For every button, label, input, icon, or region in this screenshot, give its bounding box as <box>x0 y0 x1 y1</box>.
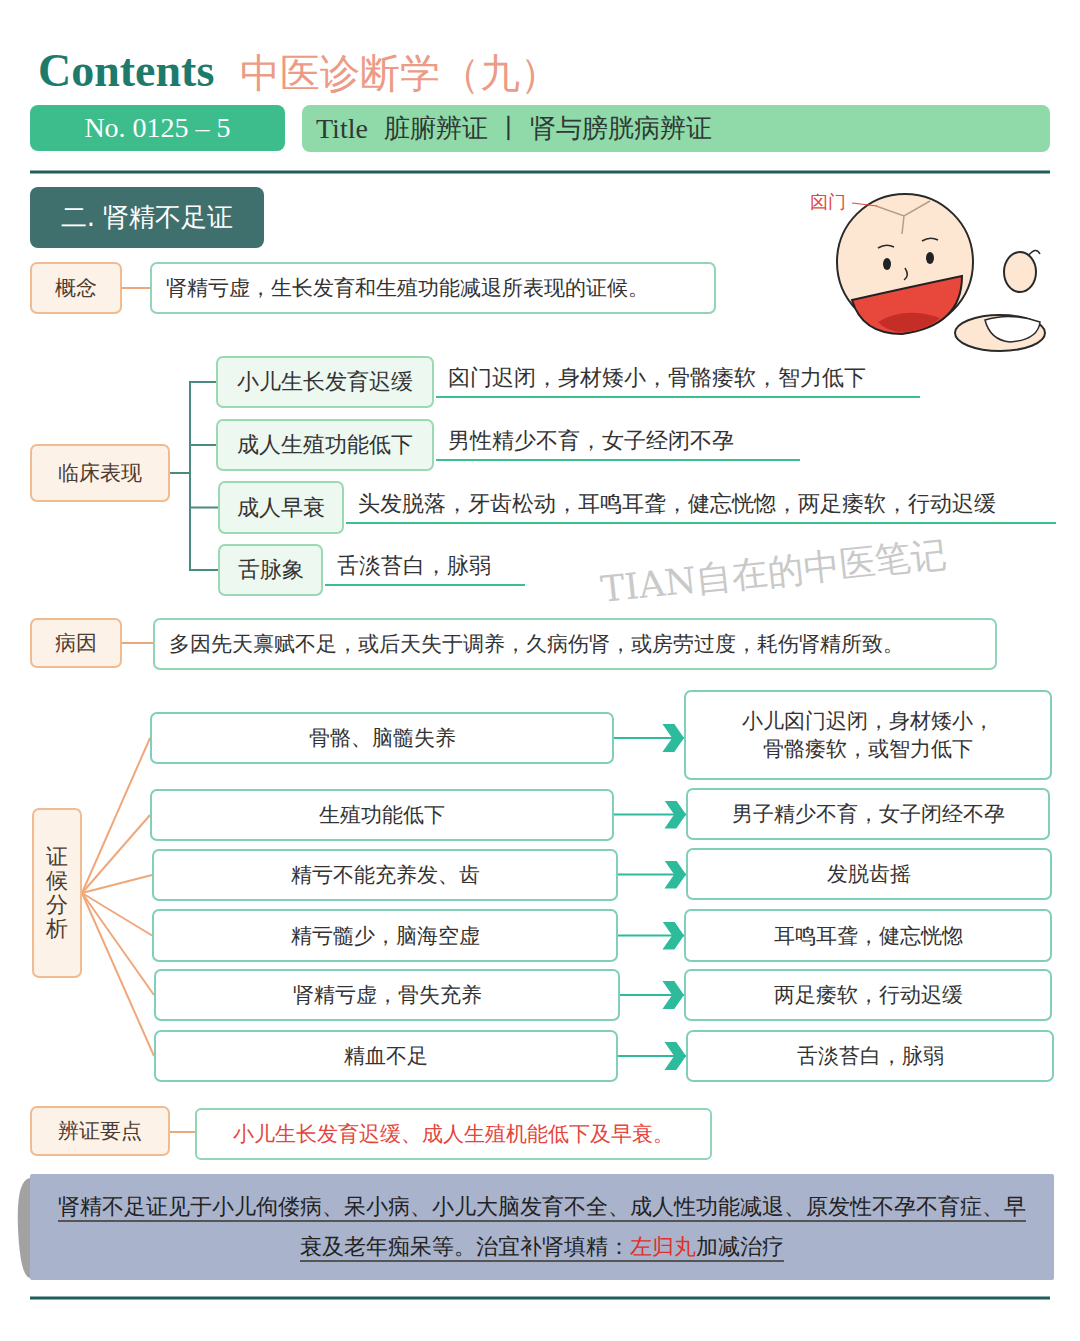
node-text: 精亏不能充养发、齿 <box>291 861 480 889</box>
node-text: 加减治疗 <box>696 1234 784 1259</box>
analysis-box: 舌淡苔白，脉弱 <box>686 1030 1054 1082</box>
band-shadow <box>18 1178 30 1278</box>
node-text: 舌淡苔白，脉弱 <box>797 1042 944 1070</box>
symptom-text: 舌淡苔白，脉弱 <box>325 548 525 586</box>
connector <box>170 445 216 473</box>
node-text: 小儿生长发育迟缓 <box>237 367 413 397</box>
page-title: 中医诊断学（九） <box>240 46 560 101</box>
content-box: 多因先天禀赋不足，或后天失于调养，久病伤肾，或房劳过度，耗伤肾精所致。 <box>153 618 997 670</box>
node-text: 肾精亏虚，骨失充养 <box>293 981 482 1009</box>
baby-illustration <box>837 194 1045 351</box>
category-tag: 概念 <box>30 262 122 314</box>
node-text: 脏腑辨证 丨 肾与膀胱病辨证 <box>384 111 713 146</box>
node-text: 成人生殖功能低下 <box>237 430 413 460</box>
node-text: 病因 <box>55 629 97 657</box>
node-text: 概念 <box>55 274 97 302</box>
connector <box>618 874 686 876</box>
analysis-box: 耳鸣耳聋，健忘恍惚 <box>684 909 1052 962</box>
analysis-box: 两足痿软，行动迟缓 <box>684 969 1052 1021</box>
analysis-box: 小儿囟门迟闭，身材矮小， 骨骼痿软，或智力低下 <box>684 690 1052 780</box>
connector <box>82 738 150 893</box>
analysis-box: 肾精亏虚，骨失充养 <box>154 969 620 1021</box>
callout-label: 囟门 <box>810 190 846 214</box>
connector <box>82 893 152 936</box>
connector <box>170 1131 195 1133</box>
divider-line <box>30 1297 1050 1300</box>
connector <box>170 473 218 570</box>
node-text: 多因先天禀赋不足，或后天失于调养，久病伤肾，或房劳过度，耗伤肾精所致。 <box>169 630 904 658</box>
analysis-box: 精血不足 <box>154 1030 618 1082</box>
heading-word: Contents <box>38 44 214 97</box>
node-text: 耳鸣耳聋，健忘恍惚 <box>774 922 963 950</box>
node-text: 两足痿软，行动迟缓 <box>774 981 963 1009</box>
node-text: 辨证要点 <box>58 1117 142 1145</box>
symptom-category: 成人生殖功能低下 <box>216 419 434 471</box>
connector <box>82 875 152 893</box>
connector <box>618 1055 686 1057</box>
node-text: 骨骼、脑髓失养 <box>309 724 456 752</box>
analysis-box: 发脱齿摇 <box>686 848 1052 900</box>
connector <box>614 737 684 739</box>
symptom-category: 成人早衰 <box>218 481 344 534</box>
node-text: 男子精少不育，女子闭经不孕 <box>732 800 1005 828</box>
category-tag: 临床表现 <box>30 444 170 502</box>
symptom-category: 小儿生长发育迟缓 <box>216 356 434 408</box>
node-text: 精亏髓少，脑海空虚 <box>291 922 480 950</box>
analysis-box: 精亏髓少，脑海空虚 <box>152 909 618 962</box>
key-point-box: 小儿生长发育迟缓、成人生殖机能低下及早衰。 <box>195 1108 712 1160</box>
title-bar: Title 脏腑辨证 丨 肾与膀胱病辨证 <box>302 105 1050 152</box>
analysis-box: 男子精少不育，女子闭经不孕 <box>686 788 1050 840</box>
connector <box>618 935 684 937</box>
connector <box>82 893 154 995</box>
node-text: 证候分析 <box>46 845 68 942</box>
analysis-box: 生殖功能低下 <box>150 789 614 841</box>
node-text: 二. 肾精不足证 <box>61 200 234 235</box>
node-text: 生殖功能低下 <box>319 801 445 829</box>
node-text: 成人早衰 <box>237 493 325 523</box>
connector <box>614 814 686 816</box>
analysis-box: 精亏不能充养发、齿 <box>152 849 618 901</box>
node-text: 小儿囟门迟闭，身材矮小， 骨骼痿软，或智力低下 <box>736 707 1001 763</box>
node-text: 肾精不足证见于小儿佝偻病、呆小病、小儿大脑发育不全、成人性功能减退、原发性不孕不… <box>58 1194 1026 1259</box>
section-header: 二. 肾精不足证 <box>30 187 264 248</box>
node-text: 小儿生长发育迟缓、成人生殖机能低下及早衰。 <box>233 1120 674 1148</box>
symptom-text: 囟门迟闭，身材矮小，骨骼痿软，智力低下 <box>436 360 920 398</box>
connector <box>620 994 684 996</box>
node-text: 临床表现 <box>58 459 142 487</box>
number-badge: No. 0125 – 5 <box>30 105 285 151</box>
category-tag: 辨证要点 <box>30 1106 170 1156</box>
watermark: TIAN自在的中医笔记 <box>598 530 949 615</box>
category-tag: 病因 <box>30 618 122 668</box>
connector <box>122 287 150 289</box>
connector <box>170 382 216 473</box>
node-text: 舌脉象 <box>238 555 304 585</box>
connector <box>82 893 154 1056</box>
symptom-text: 男性精少不育，女子经闭不孕 <box>436 423 800 461</box>
content-box: 肾精亏虚，生长发育和生殖功能减退所表现的证候。 <box>150 262 716 314</box>
node-text: 发脱齿摇 <box>827 860 911 888</box>
node-text: 肾精亏虚，生长发育和生殖功能减退所表现的证候。 <box>166 274 649 302</box>
divider-line <box>30 171 1050 174</box>
analysis-box: 骨骼、脑髓失养 <box>150 712 614 764</box>
node-text: 精血不足 <box>344 1042 428 1070</box>
node-text: Title <box>316 113 368 145</box>
symptom-text: 头发脱落，牙齿松动，耳鸣耳聋，健忘恍惚，两足痿软，行动迟缓 <box>346 486 1056 524</box>
connector <box>82 815 150 893</box>
connector <box>122 642 153 644</box>
symptom-category: 舌脉象 <box>218 544 323 596</box>
node-text: 左归丸 <box>630 1234 696 1259</box>
vertical-tag: 证候分析 <box>32 808 82 978</box>
connector <box>170 473 218 508</box>
node-text: No. 0125 – 5 <box>84 112 230 144</box>
summary-band: 肾精不足证见于小儿佝偻病、呆小病、小儿大脑发育不全、成人性功能减退、原发性不孕不… <box>30 1174 1054 1280</box>
